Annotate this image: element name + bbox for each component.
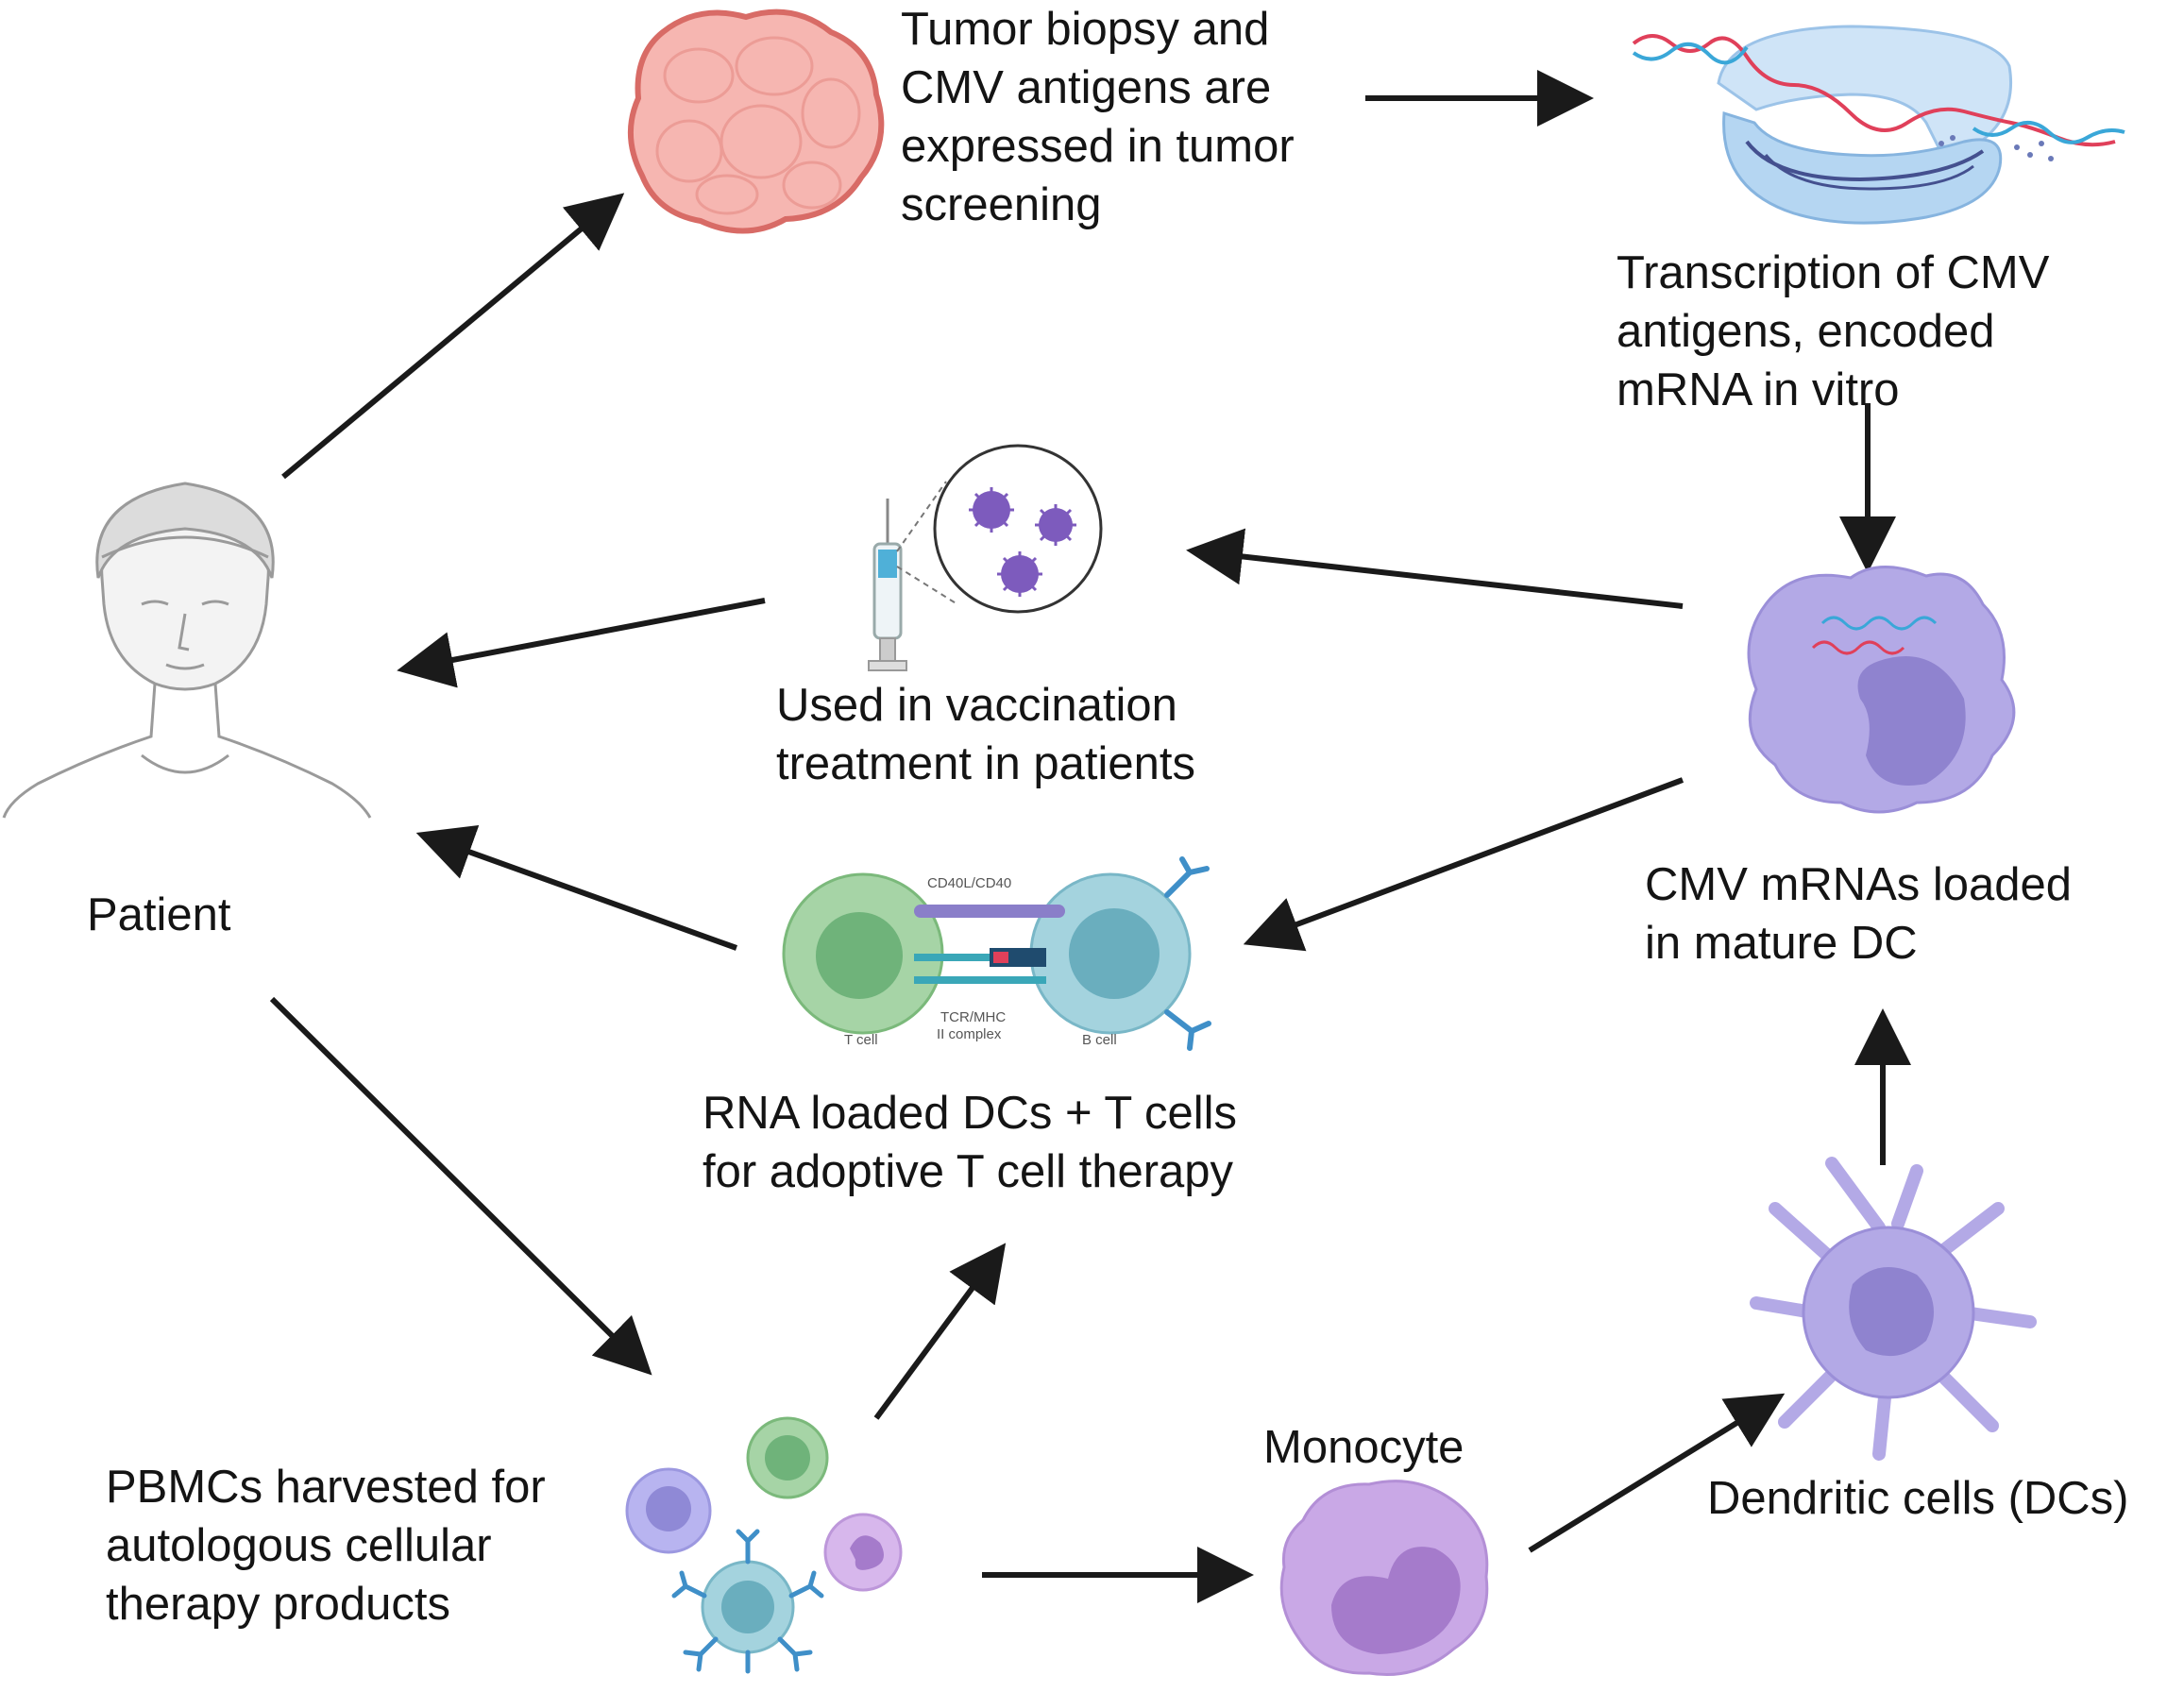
arrows: [269, 70, 1911, 1603]
patient-label: Patient: [87, 889, 231, 940]
dendritic-cells-label: Dendritic cells (DCs): [1707, 1473, 2129, 1524]
dendritic-cell-illustration: [1750, 1157, 2037, 1461]
tumor-label: Tumor biopsy and CMV antigens are expres…: [901, 4, 1295, 230]
synapse-label-cd40: CD40L/CD40: [927, 875, 1011, 891]
synapse-label-t-cell: T cell: [844, 1032, 878, 1048]
arrow-monocyte-to-dendritic: [1528, 1393, 1786, 1553]
pbmc-label: PBMCs harvested for autologous cellular …: [106, 1462, 546, 1630]
synapse-illustration: [782, 856, 1211, 1051]
arrow-patient-to-tumor: [281, 193, 625, 480]
arrow-vaccine-to-patient: [397, 598, 766, 688]
pbmc-illustration: [625, 1416, 903, 1674]
patient-illustration: [2, 482, 372, 819]
arrow-dc-to-synapse: [1243, 777, 1685, 952]
mature-dc-illustration: [1747, 566, 2016, 814]
arrow-patient-to-pbmc: [269, 996, 652, 1376]
synapse-label-b-cell: B cell: [1082, 1032, 1117, 1048]
vaccination-label: Used in vaccination treatment in patient…: [776, 680, 1195, 789]
arrow-pbmc-to-synapse: [873, 1243, 1007, 1420]
tumor-illustration: [628, 8, 885, 234]
arrow-synapse-to-patient: [415, 825, 738, 951]
monocyte-label: Monocyte: [1263, 1422, 1464, 1473]
vaccine-illustration: [868, 444, 1103, 671]
synapse-label-tcr-line1: TCR/MHC: [940, 1009, 1006, 1025]
transcription-label: Transcription of CMV antigens, encoded m…: [1617, 247, 2050, 415]
cmv-dc-label: CMV mRNAs loaded in mature DC: [1645, 859, 2073, 969]
arrow-dc-to-vaccine: [1186, 528, 1684, 609]
adoptive-therapy-label: RNA loaded DCs + T cells for adoptive T …: [703, 1088, 1238, 1197]
monocyte-illustration: [1279, 1480, 1489, 1677]
synapse-label-tcr-line2: II complex: [937, 1026, 1002, 1042]
synapse-label-tcr: TCR/MHC II complex: [937, 1009, 1009, 1042]
ribosome-illustration: [1632, 25, 2125, 225]
